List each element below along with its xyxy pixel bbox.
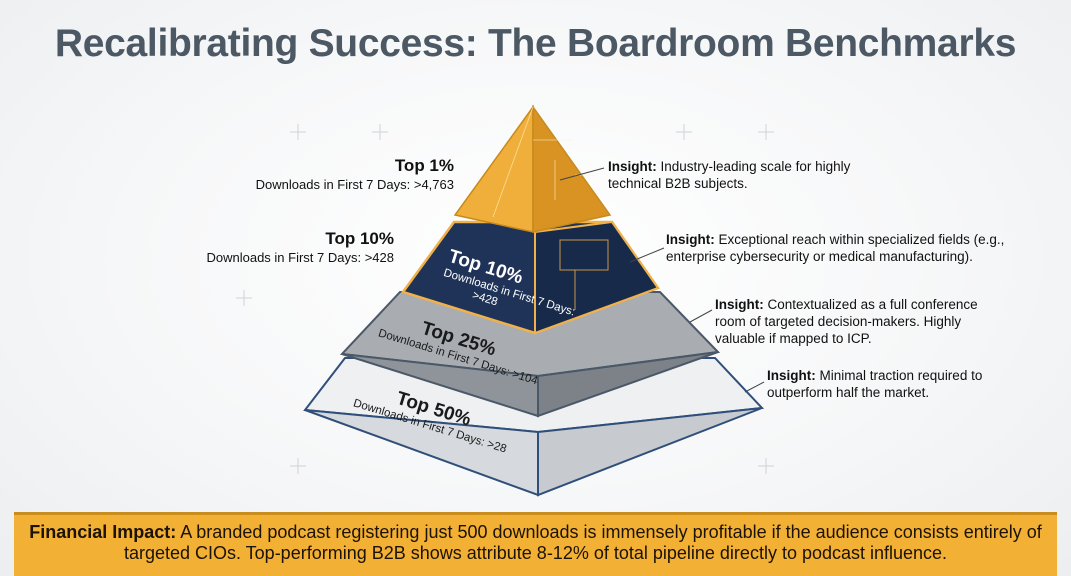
insight-text: Exceptional reach within specialized fie… bbox=[666, 232, 1005, 264]
tier-top-10-shape bbox=[400, 220, 660, 335]
insight-label: Insight: bbox=[767, 368, 816, 383]
insight-text: Industry-leading scale for highly techni… bbox=[608, 159, 851, 191]
tier-downloads: Downloads in First 7 Days: >4,763 bbox=[255, 177, 454, 192]
insight-label: Insight: bbox=[715, 297, 764, 312]
page-title: Recalibrating Success: The Boardroom Ben… bbox=[54, 22, 1017, 65]
tier-name: Top 10% bbox=[325, 229, 394, 248]
insight-top-1: Insight: Industry-leading scale for high… bbox=[608, 158, 868, 192]
insight-label: Insight: bbox=[608, 159, 657, 174]
tier-top-25-shape bbox=[339, 291, 721, 418]
insight-text: Minimal traction required to outperform … bbox=[767, 368, 983, 400]
grid-crosses bbox=[236, 124, 774, 474]
tier-label-top-1: Top 1% Downloads in First 7 Days: >4,763 bbox=[256, 156, 454, 194]
tier-name: Top 1% bbox=[394, 156, 454, 175]
tier-top-1-shape bbox=[453, 104, 612, 233]
tier-downloads: Downloads in First 7 Days: >428 bbox=[206, 250, 394, 265]
insight-top-25: Insight: Contextualized as a full confer… bbox=[715, 296, 990, 347]
insight-top-10: Insight: Exceptional reach within specia… bbox=[666, 231, 1011, 265]
connector-lines bbox=[559, 167, 765, 393]
insight-text: Contextualized as a full conference room… bbox=[715, 297, 978, 346]
impact-label: Financial Impact: bbox=[29, 522, 177, 542]
impact-text: A branded podcast registering just 500 d… bbox=[123, 522, 1042, 563]
financial-impact-banner: Financial Impact: A branded podcast regi… bbox=[14, 512, 1057, 576]
tier-label-top-10: Top 10% Downloads in First 7 Days: >428 bbox=[206, 229, 394, 267]
insight-label: Insight: bbox=[666, 232, 715, 247]
insight-top-50: Insight: Minimal traction required to ou… bbox=[767, 367, 997, 401]
